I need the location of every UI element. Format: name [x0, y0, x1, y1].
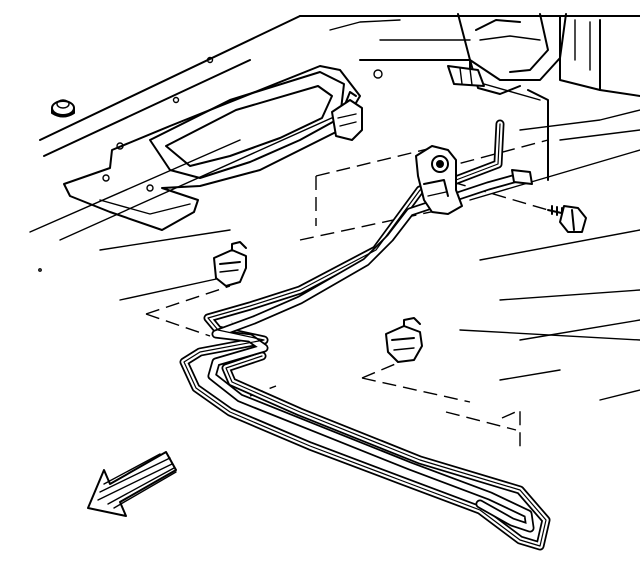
grommet-left — [51, 99, 75, 118]
pipe-clip-upper — [331, 91, 363, 141]
flex-hose — [447, 13, 640, 181]
pipe-retaining-bracket — [415, 145, 463, 215]
pipe-clip-left — [213, 241, 247, 287]
front-direction-arrow — [87, 451, 177, 517]
bracket-bolt — [547, 205, 587, 233]
pipe-clip-center — [385, 317, 423, 363]
brake-pipe-pair — [179, 119, 551, 551]
heat-shield — [63, 65, 361, 231]
floor-panel — [29, 15, 640, 401]
